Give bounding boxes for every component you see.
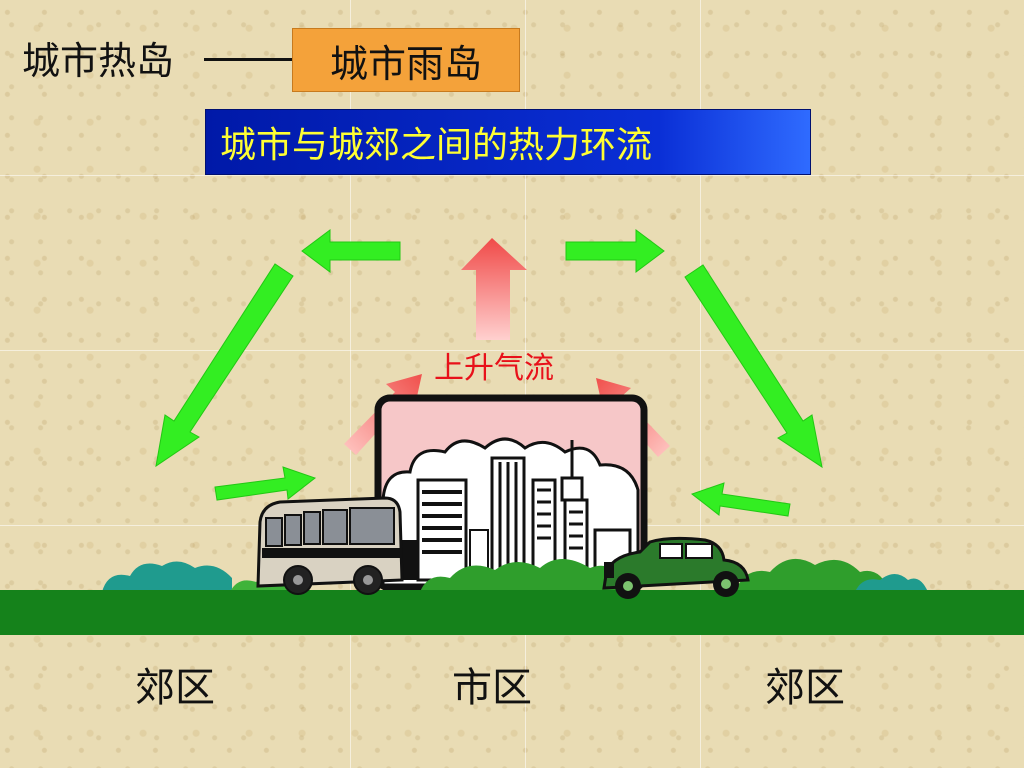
- green-arrow-icon: [214, 466, 317, 501]
- city-skyline-icon: [374, 394, 648, 592]
- title-dash: [204, 58, 294, 61]
- gridline: [700, 0, 701, 768]
- bus-icon: [256, 496, 404, 595]
- shrub-icon: [102, 558, 928, 592]
- green-arrow-icon: [684, 264, 823, 469]
- subtitle-banner: 城市与城郊之间的热力环流: [205, 109, 811, 175]
- gridline: [350, 0, 351, 768]
- car-icon: [602, 536, 750, 599]
- label-suburb-right: 郊区: [765, 665, 845, 711]
- green-arrow-icon: [565, 229, 665, 273]
- gridline: [0, 175, 1024, 176]
- gridline: [0, 350, 1024, 351]
- label-city: 市区: [452, 665, 532, 711]
- page-title: 城市热岛: [22, 39, 175, 83]
- title-box: 城市雨岛: [292, 28, 520, 92]
- green-arrow-icon: [301, 229, 401, 273]
- green-arrow-icon: [690, 482, 791, 517]
- green-arrow-icon: [155, 263, 294, 468]
- rising-airflow-label: 上升气流: [434, 351, 554, 386]
- gridline: [525, 0, 526, 768]
- label-suburb-left: 郊区: [135, 665, 215, 711]
- ground: [0, 590, 1024, 635]
- red-rising-arrow-icon: [461, 238, 527, 340]
